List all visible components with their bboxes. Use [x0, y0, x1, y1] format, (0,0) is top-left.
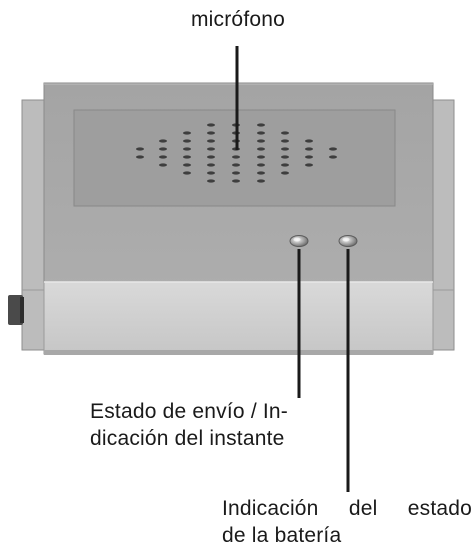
device-front-face — [43, 281, 434, 355]
microphone-hole — [207, 131, 215, 135]
microphone-hole — [305, 163, 313, 167]
microphone-hole — [329, 155, 337, 159]
microphone-hole — [159, 139, 167, 143]
side-connector — [8, 295, 23, 325]
microphone-hole — [183, 163, 191, 167]
microphone-hole — [207, 123, 215, 127]
right-side-panel — [429, 99, 455, 351]
send-status-label-line-1: Estado de envío / In- — [90, 400, 288, 423]
microphone-hole — [257, 123, 265, 127]
microphone-hole — [257, 163, 265, 167]
microphone-hole — [281, 139, 289, 143]
microphone-hole — [257, 155, 265, 159]
microphone-hole — [207, 147, 215, 151]
microphone-hole — [257, 171, 265, 175]
microphone-hole — [183, 147, 191, 151]
microphone-hole — [232, 155, 240, 159]
microphone-hole — [281, 147, 289, 151]
microphone-hole — [183, 171, 191, 175]
battery-led-icon — [338, 235, 358, 247]
microphone-hole — [207, 155, 215, 159]
microphone-hole — [159, 147, 167, 151]
battery-status-label-line-1: Indicación del estado — [222, 497, 472, 520]
microphone-hole — [207, 163, 215, 167]
microphone-hole — [136, 147, 144, 151]
microphone-hole — [183, 139, 191, 143]
send-status-label-line-2: dicación del instante — [90, 427, 285, 450]
microphone-hole — [257, 147, 265, 151]
left-side-panel — [21, 99, 47, 351]
microphone-hole — [257, 131, 265, 135]
microphone-hole — [329, 147, 337, 151]
microphone-label: micrófono — [190, 8, 285, 31]
status-led-icon — [289, 235, 309, 247]
microphone-hole — [232, 179, 240, 183]
microphone-hole — [183, 131, 191, 135]
microphone-hole — [281, 131, 289, 135]
microphone-hole — [136, 155, 144, 159]
microphone-hole — [207, 171, 215, 175]
microphone-hole — [281, 171, 289, 175]
battery-status-label-line-2: de la batería — [222, 524, 342, 547]
microphone-hole — [305, 147, 313, 151]
microphone-hole-grid-icon — [136, 123, 337, 183]
microphone-hole — [232, 163, 240, 167]
microphone-hole — [305, 139, 313, 143]
microphone-hole — [257, 179, 265, 183]
send-status-label: Estado de envío / In- dicación del insta… — [90, 398, 288, 452]
microphone-hole — [232, 171, 240, 175]
microphone-hole — [159, 163, 167, 167]
microphone-hole — [257, 139, 265, 143]
microphone-hole — [207, 179, 215, 183]
battery-status-label: Indicación del estado de la batería — [222, 495, 472, 549]
microphone-hole — [207, 139, 215, 143]
microphone-hole — [305, 155, 313, 159]
microphone-hole — [159, 155, 167, 159]
microphone-hole — [281, 163, 289, 167]
microphone-hole — [281, 155, 289, 159]
microphone-hole — [183, 155, 191, 159]
